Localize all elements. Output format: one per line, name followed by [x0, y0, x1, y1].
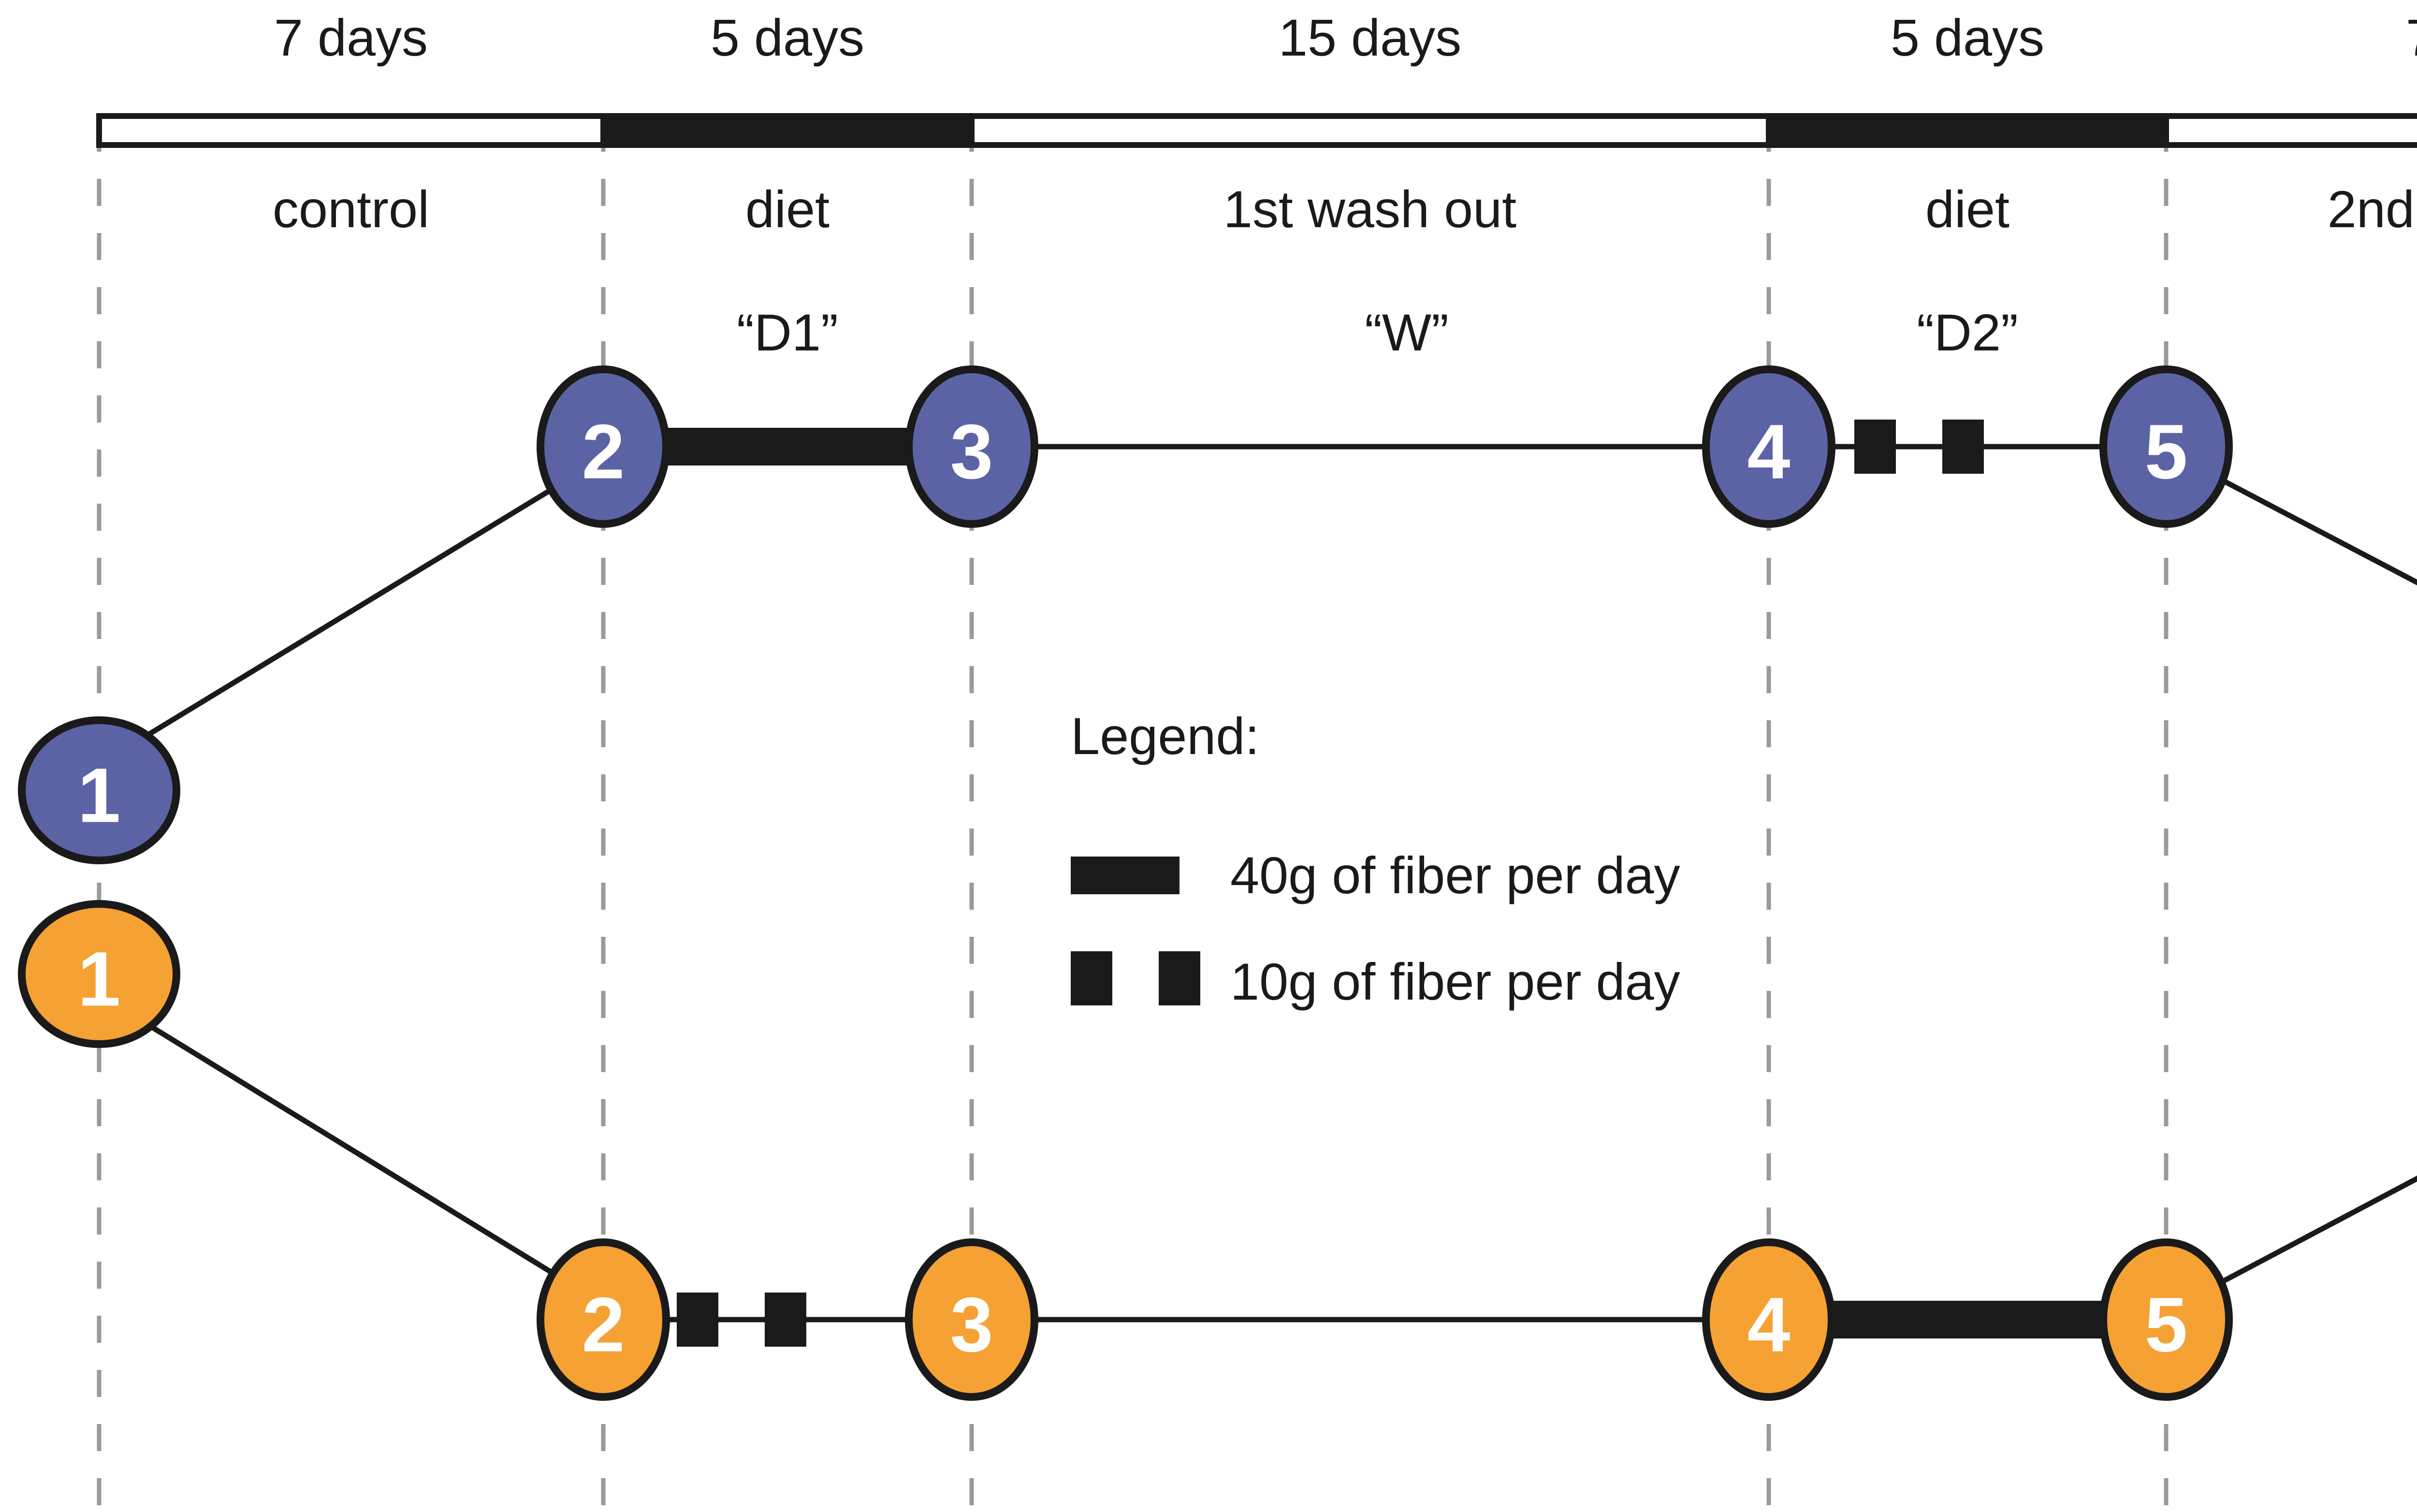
phase-label-washout-2: 2nd wash out [2328, 180, 2417, 238]
arm-a-nodes: 1 2 3 4 5 6 [18, 365, 2233, 864]
gridlines [97, 125, 2169, 1507]
arm-b-nodes: 1 2 3 4 5 6 [18, 900, 2233, 1401]
timeline-segment-washout-2 [2163, 113, 2417, 148]
node-a-4[interactable]: 4 [1702, 365, 1835, 528]
node-b-3-label: 3 [950, 1281, 993, 1368]
node-b-3[interactable]: 3 [905, 1238, 1038, 1401]
duration-label-1: 7 days [274, 8, 428, 67]
arm-a-link-1-2 [139, 479, 567, 742]
legend-label-40g: 40g of fiber per day [1230, 846, 1680, 904]
timeline-segment-control [96, 113, 606, 148]
node-b-2[interactable]: 2 [537, 1238, 670, 1401]
node-b-1[interactable]: 1 [18, 900, 180, 1048]
timeline-segment-diet-2 [1766, 113, 2169, 148]
node-a-2[interactable]: 2 [537, 365, 670, 528]
legend-label-10g: 10g of fiber per day [1230, 952, 1680, 1011]
duration-label-3: 15 days [1279, 8, 1461, 67]
arm-a-dash-1 [1854, 420, 1896, 474]
phase-label-diet-2: diet [1925, 180, 2009, 238]
phase-code-d2: “D2” [1917, 303, 2018, 362]
arm-a-link-5-6 [2222, 479, 2417, 586]
legend-swatch-dash-1 [1071, 951, 1112, 1005]
node-a-1-label: 1 [78, 752, 121, 839]
arm-b-link-5-6 [2222, 1176, 2417, 1283]
legend-swatch-solid [1071, 857, 1179, 894]
node-a-5[interactable]: 5 [2099, 365, 2233, 528]
legend-item-10g: 10g of fiber per day [1071, 951, 1680, 1011]
node-a-5-label: 5 [2145, 408, 2188, 495]
arm-b-dash-1 [677, 1293, 718, 1347]
phase-code-d1: “D1” [737, 303, 838, 362]
node-b-4-label: 4 [1747, 1281, 1791, 1368]
node-b-5[interactable]: 5 [2099, 1238, 2233, 1401]
duration-label-4: 5 days [1891, 8, 2044, 67]
phase-code-w: “W” [1365, 303, 1449, 362]
node-a-4-label: 4 [1747, 408, 1791, 495]
node-b-1-label: 1 [78, 936, 121, 1022]
arm-b-dash-2 [765, 1293, 806, 1347]
duration-label-2: 5 days [711, 8, 864, 67]
arm-a-dash-2 [1942, 420, 1984, 474]
arm-a-links [139, 420, 2417, 742]
node-a-3[interactable]: 3 [905, 365, 1038, 528]
arm-b-link-1-2 [139, 1018, 567, 1283]
node-a-1[interactable]: 1 [18, 716, 180, 864]
legend-title: Legend: [1071, 707, 1259, 765]
timeline-bar [96, 113, 2417, 148]
legend-item-40g: 40g of fiber per day [1071, 846, 1680, 904]
timeline-segment-washout-1 [969, 113, 1772, 148]
duration-label-5: 7 days [2406, 8, 2417, 67]
node-b-2-label: 2 [582, 1281, 625, 1368]
phase-label-control: control [273, 180, 429, 238]
node-a-2-label: 2 [582, 408, 625, 495]
legend-swatch-dash-2 [1159, 951, 1200, 1005]
node-a-3-label: 3 [950, 408, 993, 495]
phase-label-diet-1: diet [745, 180, 830, 238]
node-b-4[interactable]: 4 [1702, 1238, 1835, 1401]
legend: Legend: 40g of fiber per day 10g of fibe… [1071, 707, 1680, 1011]
timeline-segment-diet-1 [600, 113, 975, 148]
arm-b-links [139, 1018, 2417, 1347]
phase-label-washout-1: 1st wash out [1223, 180, 1516, 238]
node-b-5-label: 5 [2145, 1281, 2188, 1368]
